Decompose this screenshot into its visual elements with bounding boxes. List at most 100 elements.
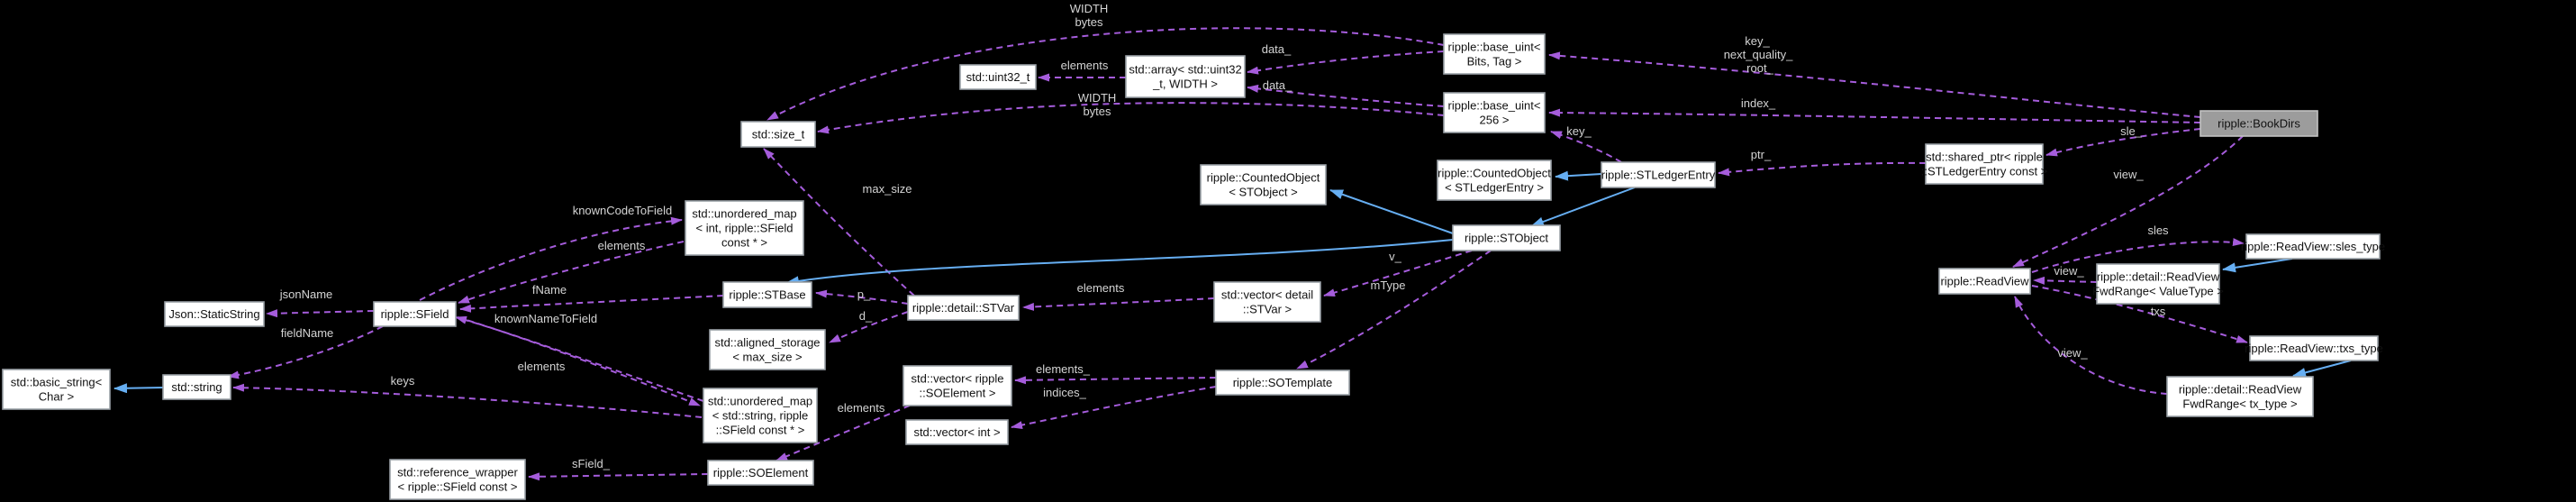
node-box[interactable] bbox=[1443, 33, 1546, 75]
node-box[interactable] bbox=[1601, 161, 1716, 188]
node-box[interactable] bbox=[2245, 233, 2381, 260]
node-box[interactable] bbox=[389, 459, 526, 500]
edge-sotemplate-to-vector-soelement: elements_ bbox=[1014, 362, 1217, 385]
node-sotemplate[interactable]: ripple::SOTemplate bbox=[1215, 370, 1350, 396]
node-label: std::vector< ripple bbox=[912, 372, 1004, 386]
edge-label: d_ bbox=[859, 309, 873, 323]
node-box[interactable] bbox=[905, 419, 1009, 445]
node-vector-detail-stvar[interactable]: std::vector< detail::STVar > bbox=[1213, 281, 1321, 323]
node-label: FwdRange< ValueType > bbox=[2092, 285, 2224, 298]
node-label: std::size_t bbox=[752, 128, 805, 141]
node-shared-ptr-stledgerentry[interactable]: std::shared_ptr< ripple::STLedgerEntry c… bbox=[1921, 143, 2048, 185]
node-box[interactable] bbox=[1925, 143, 2044, 185]
node-box-highlighted[interactable] bbox=[2200, 110, 2318, 137]
node-box[interactable] bbox=[1215, 370, 1350, 396]
node-soelement[interactable]: ripple::SOElement bbox=[707, 460, 814, 486]
edge-readview-to-readview-txs-type: txs bbox=[2031, 285, 2248, 343]
node-box[interactable] bbox=[707, 460, 814, 486]
usage-arrow bbox=[2012, 135, 2244, 268]
node-label: ::STVar > bbox=[1243, 303, 1292, 316]
node-label: const * > bbox=[721, 236, 767, 250]
node-box[interactable] bbox=[2, 369, 111, 410]
node-json-staticstring[interactable]: Json::StaticString bbox=[164, 301, 265, 327]
node-box[interactable] bbox=[722, 281, 812, 308]
node-box[interactable] bbox=[373, 301, 457, 327]
node-box[interactable] bbox=[1437, 160, 1552, 201]
node-box[interactable] bbox=[709, 329, 826, 370]
node-label: ripple::BookDirs bbox=[2218, 117, 2300, 131]
usage-arrow bbox=[1247, 50, 1445, 75]
edge-label: index_ bbox=[1741, 96, 1776, 110]
node-box[interactable] bbox=[1443, 92, 1546, 133]
node-box[interactable] bbox=[959, 64, 1037, 90]
edge-bookdirs-to-shared-ptr-stledgerentry: sle_ bbox=[2045, 124, 2201, 157]
edge-sfield-to-json-staticstring: jsonName bbox=[266, 288, 375, 318]
node-detail-stvar[interactable]: ripple::detail::STVar bbox=[907, 295, 1020, 321]
node-base-uint-256[interactable]: ripple::base_uint<256 > bbox=[1443, 92, 1546, 133]
usage-arrow bbox=[266, 309, 375, 318]
node-unordered-map-int-sfield[interactable]: std::unordered_map< int, ripple::SFieldc… bbox=[685, 200, 804, 256]
node-box[interactable] bbox=[2166, 376, 2314, 417]
node-box[interactable] bbox=[1200, 164, 1327, 205]
node-box[interactable] bbox=[2249, 335, 2379, 361]
node-readview-txs-type[interactable]: ripple::ReadView::txs_type bbox=[2245, 335, 2383, 361]
node-box[interactable] bbox=[1938, 268, 2031, 295]
node-vector-int[interactable]: std::vector< int > bbox=[905, 419, 1009, 445]
edge-stbase-to-sfield: fName bbox=[459, 283, 724, 313]
node-bookdirs[interactable]: ripple::BookDirs bbox=[2200, 110, 2318, 137]
node-box[interactable] bbox=[903, 365, 1012, 406]
node-box[interactable] bbox=[740, 121, 816, 148]
node-std-string[interactable]: std::string bbox=[162, 374, 231, 400]
node-box[interactable] bbox=[162, 374, 231, 400]
node-unordered-map-string-sfield[interactable]: std::unordered_map< std::string, ripple:… bbox=[703, 388, 818, 443]
node-label: std::unordered_map bbox=[692, 207, 796, 221]
node-box[interactable] bbox=[907, 295, 1020, 321]
node-basic-string-char[interactable]: std::basic_string<Char > bbox=[2, 369, 111, 410]
node-array-uint32-width[interactable]: std::array< std::uint32_t, WIDTH > bbox=[1125, 55, 1246, 98]
node-box[interactable] bbox=[703, 388, 818, 443]
edge-sotemplate-to-vector-int: indices_ bbox=[1011, 386, 1217, 430]
node-sfield[interactable]: ripple::SField bbox=[373, 301, 457, 327]
node-stbase[interactable]: ripple::STBase bbox=[722, 281, 812, 308]
usage-arrow bbox=[776, 405, 911, 461]
node-aligned-storage-max-size[interactable]: std::aligned_storage< max_size > bbox=[709, 329, 826, 370]
node-label: FwdRange< tx_type > bbox=[2182, 397, 2297, 411]
node-size-t[interactable]: std::size_t bbox=[740, 121, 816, 148]
node-label: ripple::ReadView::sles_type bbox=[2241, 240, 2385, 253]
node-box[interactable] bbox=[685, 200, 804, 256]
usage-arrow bbox=[1548, 108, 2201, 123]
edge-stledgerentry-to-stobject bbox=[1530, 187, 1636, 227]
node-stobject[interactable]: ripple::STObject bbox=[1452, 224, 1561, 251]
usage-arrow bbox=[2014, 296, 2168, 395]
node-reference-wrapper-sfield[interactable]: std::reference_wrapper< ripple::SField c… bbox=[389, 459, 526, 500]
node-box[interactable] bbox=[2096, 263, 2220, 305]
inheritance-arrow bbox=[785, 239, 1454, 287]
node-label: std::array< std::uint32 bbox=[1129, 63, 1241, 77]
node-label: ripple::CountedObject bbox=[1207, 171, 1320, 185]
edge-label: data_ bbox=[1262, 42, 1292, 56]
node-readview-sles-type[interactable]: ripple::ReadView::sles_type bbox=[2241, 233, 2385, 260]
node-box[interactable] bbox=[1125, 55, 1246, 98]
node-box[interactable] bbox=[164, 301, 265, 327]
node-stledgerentry[interactable]: ripple::STLedgerEntry bbox=[1601, 161, 1716, 188]
node-box[interactable] bbox=[1213, 281, 1321, 323]
node-readview[interactable]: ripple::ReadView bbox=[1938, 268, 2031, 295]
node-uint32[interactable]: std::uint32_t bbox=[959, 64, 1037, 90]
node-base-uint-bits-tag[interactable]: ripple::base_uint<Bits, Tag > bbox=[1443, 33, 1546, 75]
node-label: std::shared_ptr< ripple bbox=[1926, 151, 2043, 164]
node-label: ripple::ReadView::txs_type bbox=[2245, 342, 2383, 355]
edge-label: ptr_ bbox=[1751, 148, 1772, 161]
edge-label: max_size bbox=[863, 182, 912, 196]
node-label: ripple::detail::STVar bbox=[912, 301, 1015, 315]
node-countedobject-stobject[interactable]: ripple::CountedObject< STObject > bbox=[1200, 164, 1327, 205]
node-label: ripple::SField bbox=[381, 307, 449, 321]
node-vector-soelement[interactable]: std::vector< ripple::SOElement > bbox=[903, 365, 1012, 406]
node-label: ::SField const * > bbox=[716, 424, 805, 437]
usage-arrow bbox=[227, 325, 384, 379]
node-countedobject-stledgerentry[interactable]: ripple::CountedObject< STLedgerEntry > bbox=[1437, 160, 1552, 201]
edge-label: elements bbox=[598, 239, 646, 252]
node-box[interactable] bbox=[1452, 224, 1561, 251]
